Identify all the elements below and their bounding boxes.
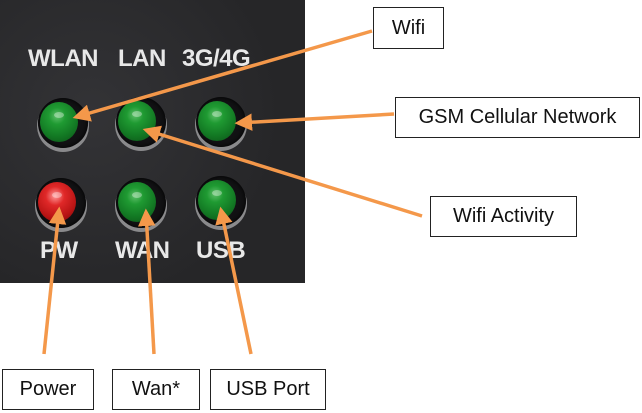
led-socket-pw [36,178,86,228]
callout-wan: Wan* [112,369,200,410]
callout-wifi-activity: Wifi Activity [430,196,577,237]
callout-usb-port: USB Port [210,369,326,410]
label-pw: PW [40,237,78,264]
callout-wan-text: Wan* [131,378,181,400]
led-3g4g [198,101,236,141]
led-wan [118,182,156,222]
router-led-panel: WLAN LAN 3G/4G PW WAN USB [0,0,305,283]
led-lan [118,101,156,141]
callout-power-text: Power [19,378,77,400]
callout-wifi-text: Wifi [391,16,426,39]
label-wlan: WLAN [28,45,98,72]
callout-usb-port-text: USB Port [226,378,310,400]
label-3g4g: 3G/4G [182,45,251,72]
label-usb: USB [196,237,246,264]
callout-wifi: Wifi [373,7,444,49]
label-lan: LAN [118,45,166,72]
callout-power: Power [2,369,94,410]
led-wlan [40,102,78,142]
led-pw [38,182,76,222]
led-socket-lan [116,97,166,147]
callout-gsm-text: GSM Cellular Network [418,106,617,128]
led-socket-usb [196,176,246,226]
led-socket-wlan [38,98,88,148]
callout-gsm: GSM Cellular Network [395,97,640,138]
callout-wifi-activity-text: Wifi Activity [452,205,555,227]
led-socket-3g4g [196,97,246,147]
led-usb [198,180,236,220]
led-socket-wan [116,178,166,228]
label-wan: WAN [115,237,170,264]
